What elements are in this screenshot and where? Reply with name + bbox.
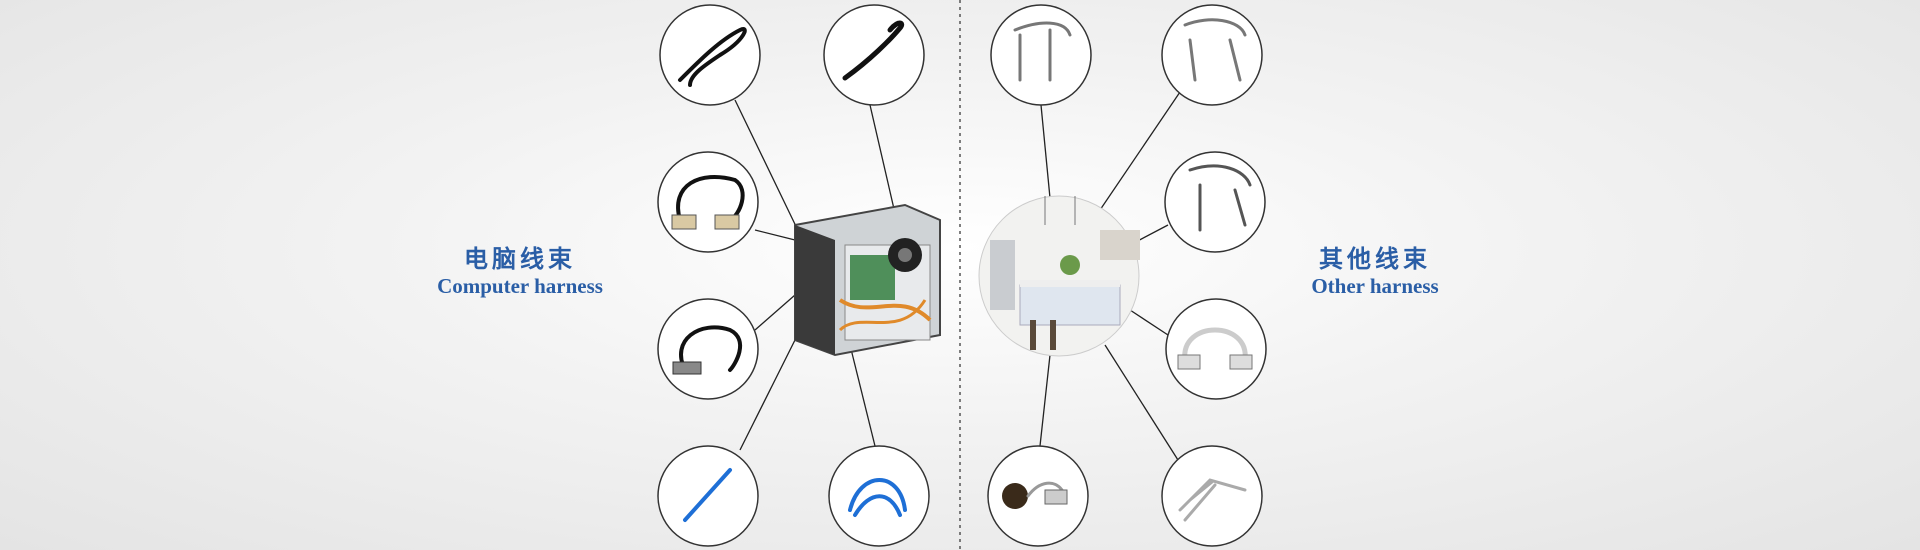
db-cable-circle — [657, 298, 759, 400]
computer-harness-label: 电脑线束 Computer harness — [425, 244, 615, 298]
sensor-harness-icon — [1188, 164, 1252, 232]
terminal-harness-circle — [1161, 445, 1263, 547]
other-harness-title-zh: 其他线束 — [1319, 244, 1431, 273]
switch-harness-icon — [1183, 18, 1247, 82]
other-harness-label: 其他线束 Other harness — [1300, 244, 1450, 298]
lamp-socket-circle — [987, 445, 1089, 547]
gray-harness-icon — [1013, 21, 1072, 82]
other-harness-title-en: Other harness — [1311, 274, 1439, 298]
usb-cable-icon — [678, 27, 747, 87]
db-cable-icon — [679, 325, 743, 372]
white-cable-circle — [1165, 298, 1267, 400]
usb-cable-circle — [659, 4, 761, 106]
terminal-harness-icon — [1178, 478, 1247, 522]
switch-harness-circle — [1161, 4, 1263, 106]
computer-harness-title-en: Computer harness — [437, 274, 603, 298]
blue-patch-cable-icon — [848, 478, 907, 517]
power-cable-icon — [842, 20, 905, 81]
product-circles — [657, 4, 1267, 547]
computer-harness-title-zh: 电脑线束 — [464, 244, 576, 273]
sensor-harness-circle — [1164, 151, 1266, 253]
ethernet-cable-icon — [683, 468, 732, 522]
white-cable-icon — [1182, 327, 1248, 363]
computer-case-image — [794, 203, 941, 357]
scsi-cable-icon — [676, 174, 745, 222]
lamp-socket-icon — [1002, 483, 1028, 509]
kitchen-image — [978, 195, 1140, 357]
gray-harness-circle — [990, 4, 1092, 106]
connector-lines-right — [1039, 91, 1181, 461]
